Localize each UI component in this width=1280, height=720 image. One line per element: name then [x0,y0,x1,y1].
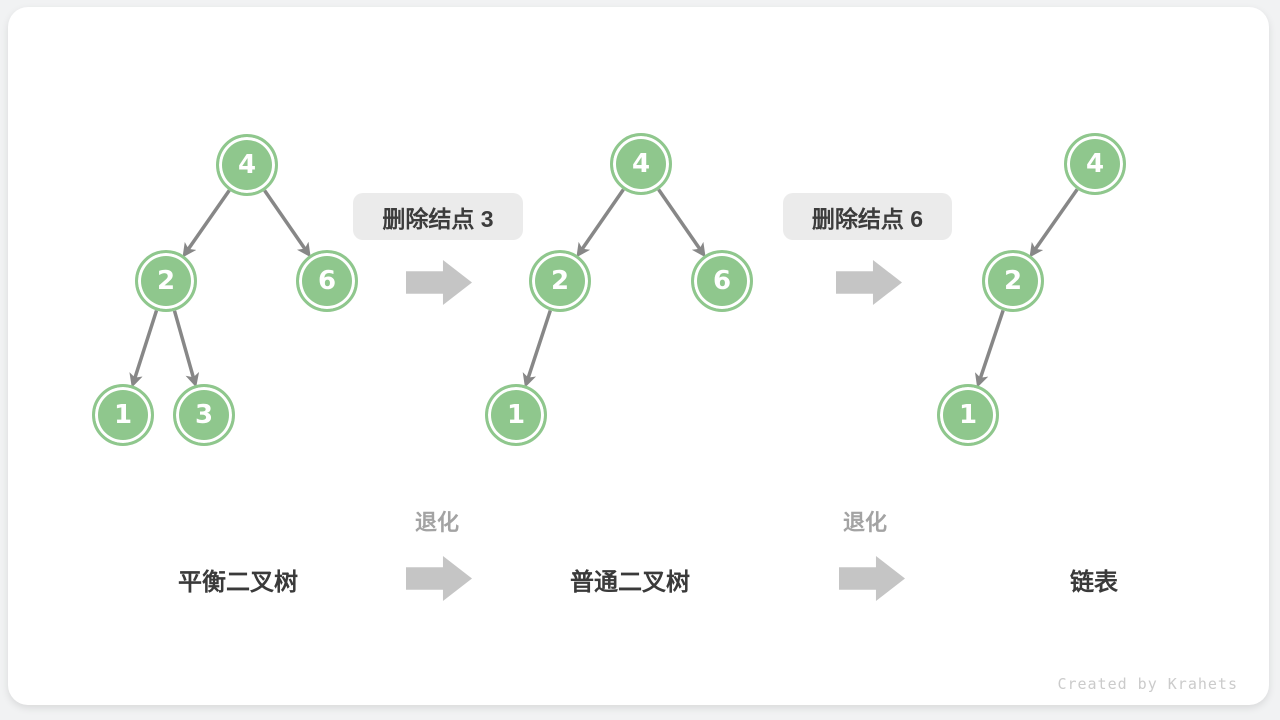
node-value: 1 [506,400,526,430]
operation-label-delete-3: 删除结点 3 [353,193,523,240]
node-value: 1 [113,400,133,430]
operation-label-delete-6: 删除结点 6 [783,193,952,240]
tree2-node-6: 6 [691,250,753,312]
diagram-card [8,7,1269,705]
tree1-node-1: 1 [92,384,154,446]
tree2-node-2: 2 [529,250,591,312]
node-value: 2 [1003,266,1023,296]
degrade-label: 退化 [842,510,888,535]
tree1-node-3: 3 [173,384,235,446]
tree3-node-2: 2 [982,250,1044,312]
node-value: 3 [194,400,214,430]
node-value: 6 [317,266,337,296]
node-value: 1 [958,400,978,430]
node-value: 2 [156,266,176,296]
node-value: 6 [712,266,732,296]
tree-name-balanced: 平衡二叉树 [178,569,298,596]
degrade-label: 退化 [414,510,460,535]
watermark: Created by Krahets [1057,675,1238,693]
tree3-node-1: 1 [937,384,999,446]
node-value: 4 [237,150,257,180]
node-value: 4 [1085,149,1105,179]
node-value: 4 [631,149,651,179]
tree2-node-4: 4 [610,133,672,195]
tree2-node-1: 1 [485,384,547,446]
node-value: 2 [550,266,570,296]
tree1-node-6: 6 [296,250,358,312]
tree-name-ordinary: 普通二叉树 [570,569,690,596]
tree-name-linkedlist: 链表 [1070,569,1118,596]
tree3-node-4: 4 [1064,133,1126,195]
tree1-node-4: 4 [216,134,278,196]
tree1-node-2: 2 [135,250,197,312]
